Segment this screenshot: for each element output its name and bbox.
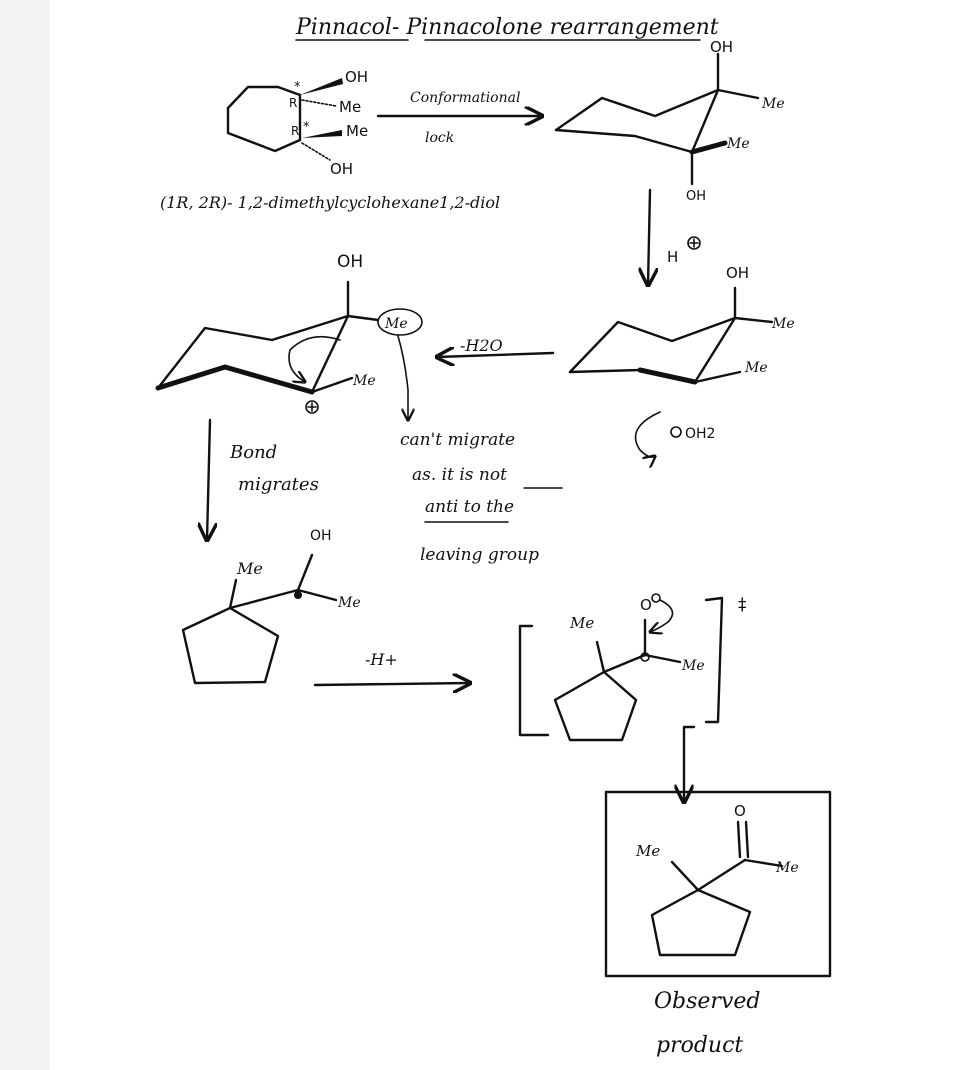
- migration-arrow: [288, 335, 341, 382]
- conformational-lock-label: Conformational: [410, 90, 520, 106]
- positive-charge-icon: [670, 426, 682, 438]
- me-label: Me: [569, 614, 594, 632]
- migrates-label: migrates: [238, 474, 319, 495]
- stereocentre-asterisk: *: [303, 120, 310, 135]
- carbocation-chair: OH Me Me: [155, 252, 423, 420]
- positive-charge-icon: [294, 591, 302, 599]
- me-label: Me: [744, 360, 768, 376]
- page-title: Pinnacol- Pinnacolone rearrangement: [295, 15, 719, 40]
- oh-label: OH: [726, 264, 749, 282]
- bracketed-intermediate: Me O Me ‡: [518, 593, 747, 742]
- oh2-label: OH2: [685, 426, 715, 442]
- note-pointer-arrow: [397, 335, 408, 420]
- positive-charge-icon: [305, 400, 319, 414]
- right-bracket: [704, 596, 724, 724]
- me-label: Me: [681, 658, 705, 674]
- circled-methyl: [377, 308, 423, 336]
- oxide-label: O: [640, 596, 652, 614]
- positive-charge-icon: [687, 236, 701, 250]
- me-label: Me: [771, 316, 795, 332]
- stereocentre-asterisk: *: [294, 80, 301, 95]
- water-loss-label: -H2O: [460, 336, 503, 355]
- stereo-r-label: R: [289, 96, 297, 110]
- product-label-line-2: product: [656, 1033, 743, 1058]
- to-product-arrow: [684, 725, 696, 802]
- me-label: Me: [236, 559, 263, 578]
- me-label: Me: [775, 860, 799, 876]
- bond-migrates-label: Bond: [229, 442, 277, 463]
- me-label: Me: [339, 98, 361, 116]
- oh-label: OH: [337, 252, 363, 272]
- protonated-diol: OH Me Me OH2: [568, 264, 795, 457]
- oh-label: OH: [310, 528, 332, 544]
- proton-label: H: [667, 248, 678, 266]
- note-line-4: leaving group: [420, 545, 539, 565]
- protonation-arrow: [648, 188, 650, 285]
- me-label: Me: [726, 136, 750, 152]
- me-label: Me: [384, 316, 408, 332]
- leaving-group-arrow: [634, 411, 661, 457]
- me-label: Me: [761, 96, 785, 112]
- observed-product: O Me Me: [604, 790, 832, 978]
- oh-label: OH: [330, 160, 353, 178]
- start-compound-name: (1R, 2R)- 1,2-dimethylcyclohexane1,2-dio…: [160, 193, 500, 212]
- product-label-line-1: Observed: [654, 989, 760, 1014]
- oh-label: OH: [686, 189, 706, 204]
- electron-push-arrow: [650, 599, 674, 632]
- chair-conformer: OH Me Me OH: [554, 38, 785, 204]
- stereo-r-label: R: [291, 124, 299, 138]
- deprotonation-arrow: [313, 683, 470, 685]
- note-line-2: as. it is not: [412, 465, 507, 485]
- note-line-1: can't migrate: [400, 430, 515, 450]
- me-label: Me: [352, 373, 376, 389]
- water-loss-arrow: [437, 353, 555, 357]
- bond-migration-arrow: [207, 418, 210, 540]
- me-label: Me: [635, 842, 660, 860]
- oh-label: OH: [710, 38, 733, 56]
- double-dagger-icon: ‡: [738, 595, 747, 615]
- positive-charge-icon: [640, 652, 650, 662]
- note-line-3: anti to the: [425, 497, 514, 517]
- left-bracket: [518, 624, 550, 737]
- me-label: Me: [346, 122, 368, 140]
- negative-charge-icon: [651, 593, 661, 603]
- starting-diol: OH Me Me OH R R * *: [226, 68, 368, 178]
- carbonyl-oxygen-label: O: [734, 802, 746, 820]
- lock-label: lock: [425, 130, 454, 146]
- deprotonation-label: -H+: [365, 650, 398, 669]
- cyclopentyl-cation: Me OH Me: [181, 528, 361, 685]
- me-label: Me: [337, 595, 361, 611]
- product-box: [604, 790, 832, 978]
- oh-label: OH: [345, 68, 368, 86]
